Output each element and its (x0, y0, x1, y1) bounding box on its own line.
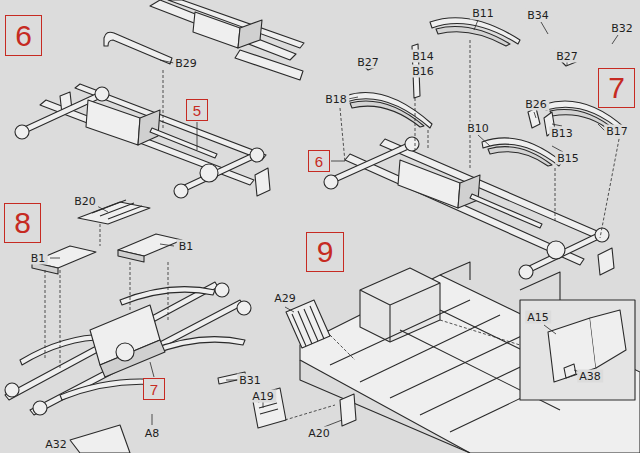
step-reference-box: 7 (143, 378, 165, 400)
step-number: 9 (317, 237, 334, 267)
part-number: B11 (470, 7, 496, 20)
part-number: B17 (604, 125, 630, 138)
part-number: B1 (29, 252, 48, 265)
part-number: B31 (237, 374, 263, 387)
part-number: B26 (523, 98, 549, 111)
part-number: A19 (250, 390, 276, 403)
part-number: B27 (355, 56, 381, 69)
part-number: B16 (410, 65, 436, 78)
part-number: B1 (177, 240, 196, 253)
part-number: B13 (549, 127, 575, 140)
step-number: 7 (608, 73, 625, 103)
part-number: A29 (272, 292, 298, 305)
step-reference-number: 7 (150, 382, 158, 397)
part-number: A32 (43, 438, 69, 451)
part-number: A20 (306, 427, 332, 440)
step-number-box: 7 (598, 68, 635, 108)
step-number: 8 (14, 208, 31, 238)
part-number: B15 (555, 152, 581, 165)
step-number-box: 8 (4, 203, 41, 243)
part-number: B14 (410, 50, 436, 63)
part-number: B18 (323, 93, 349, 106)
part-number: B32 (609, 22, 635, 35)
step-number-box: 6 (5, 15, 42, 56)
part-number: B20 (72, 195, 98, 208)
part-number: B10 (465, 122, 491, 135)
step-reference-box: 6 (308, 150, 330, 172)
part-number: B34 (525, 9, 551, 22)
step-reference-number: 6 (315, 154, 323, 169)
part-number: B29 (173, 57, 199, 70)
step-reference-box: 5 (186, 99, 208, 121)
part-number: A15 (525, 311, 551, 324)
part-number: A8 (143, 427, 162, 440)
step-number-box: 9 (306, 232, 344, 272)
step-reference-number: 5 (193, 103, 201, 118)
part-number: B27 (554, 50, 580, 63)
part-number: A38 (577, 370, 603, 383)
step-number: 6 (15, 21, 32, 51)
